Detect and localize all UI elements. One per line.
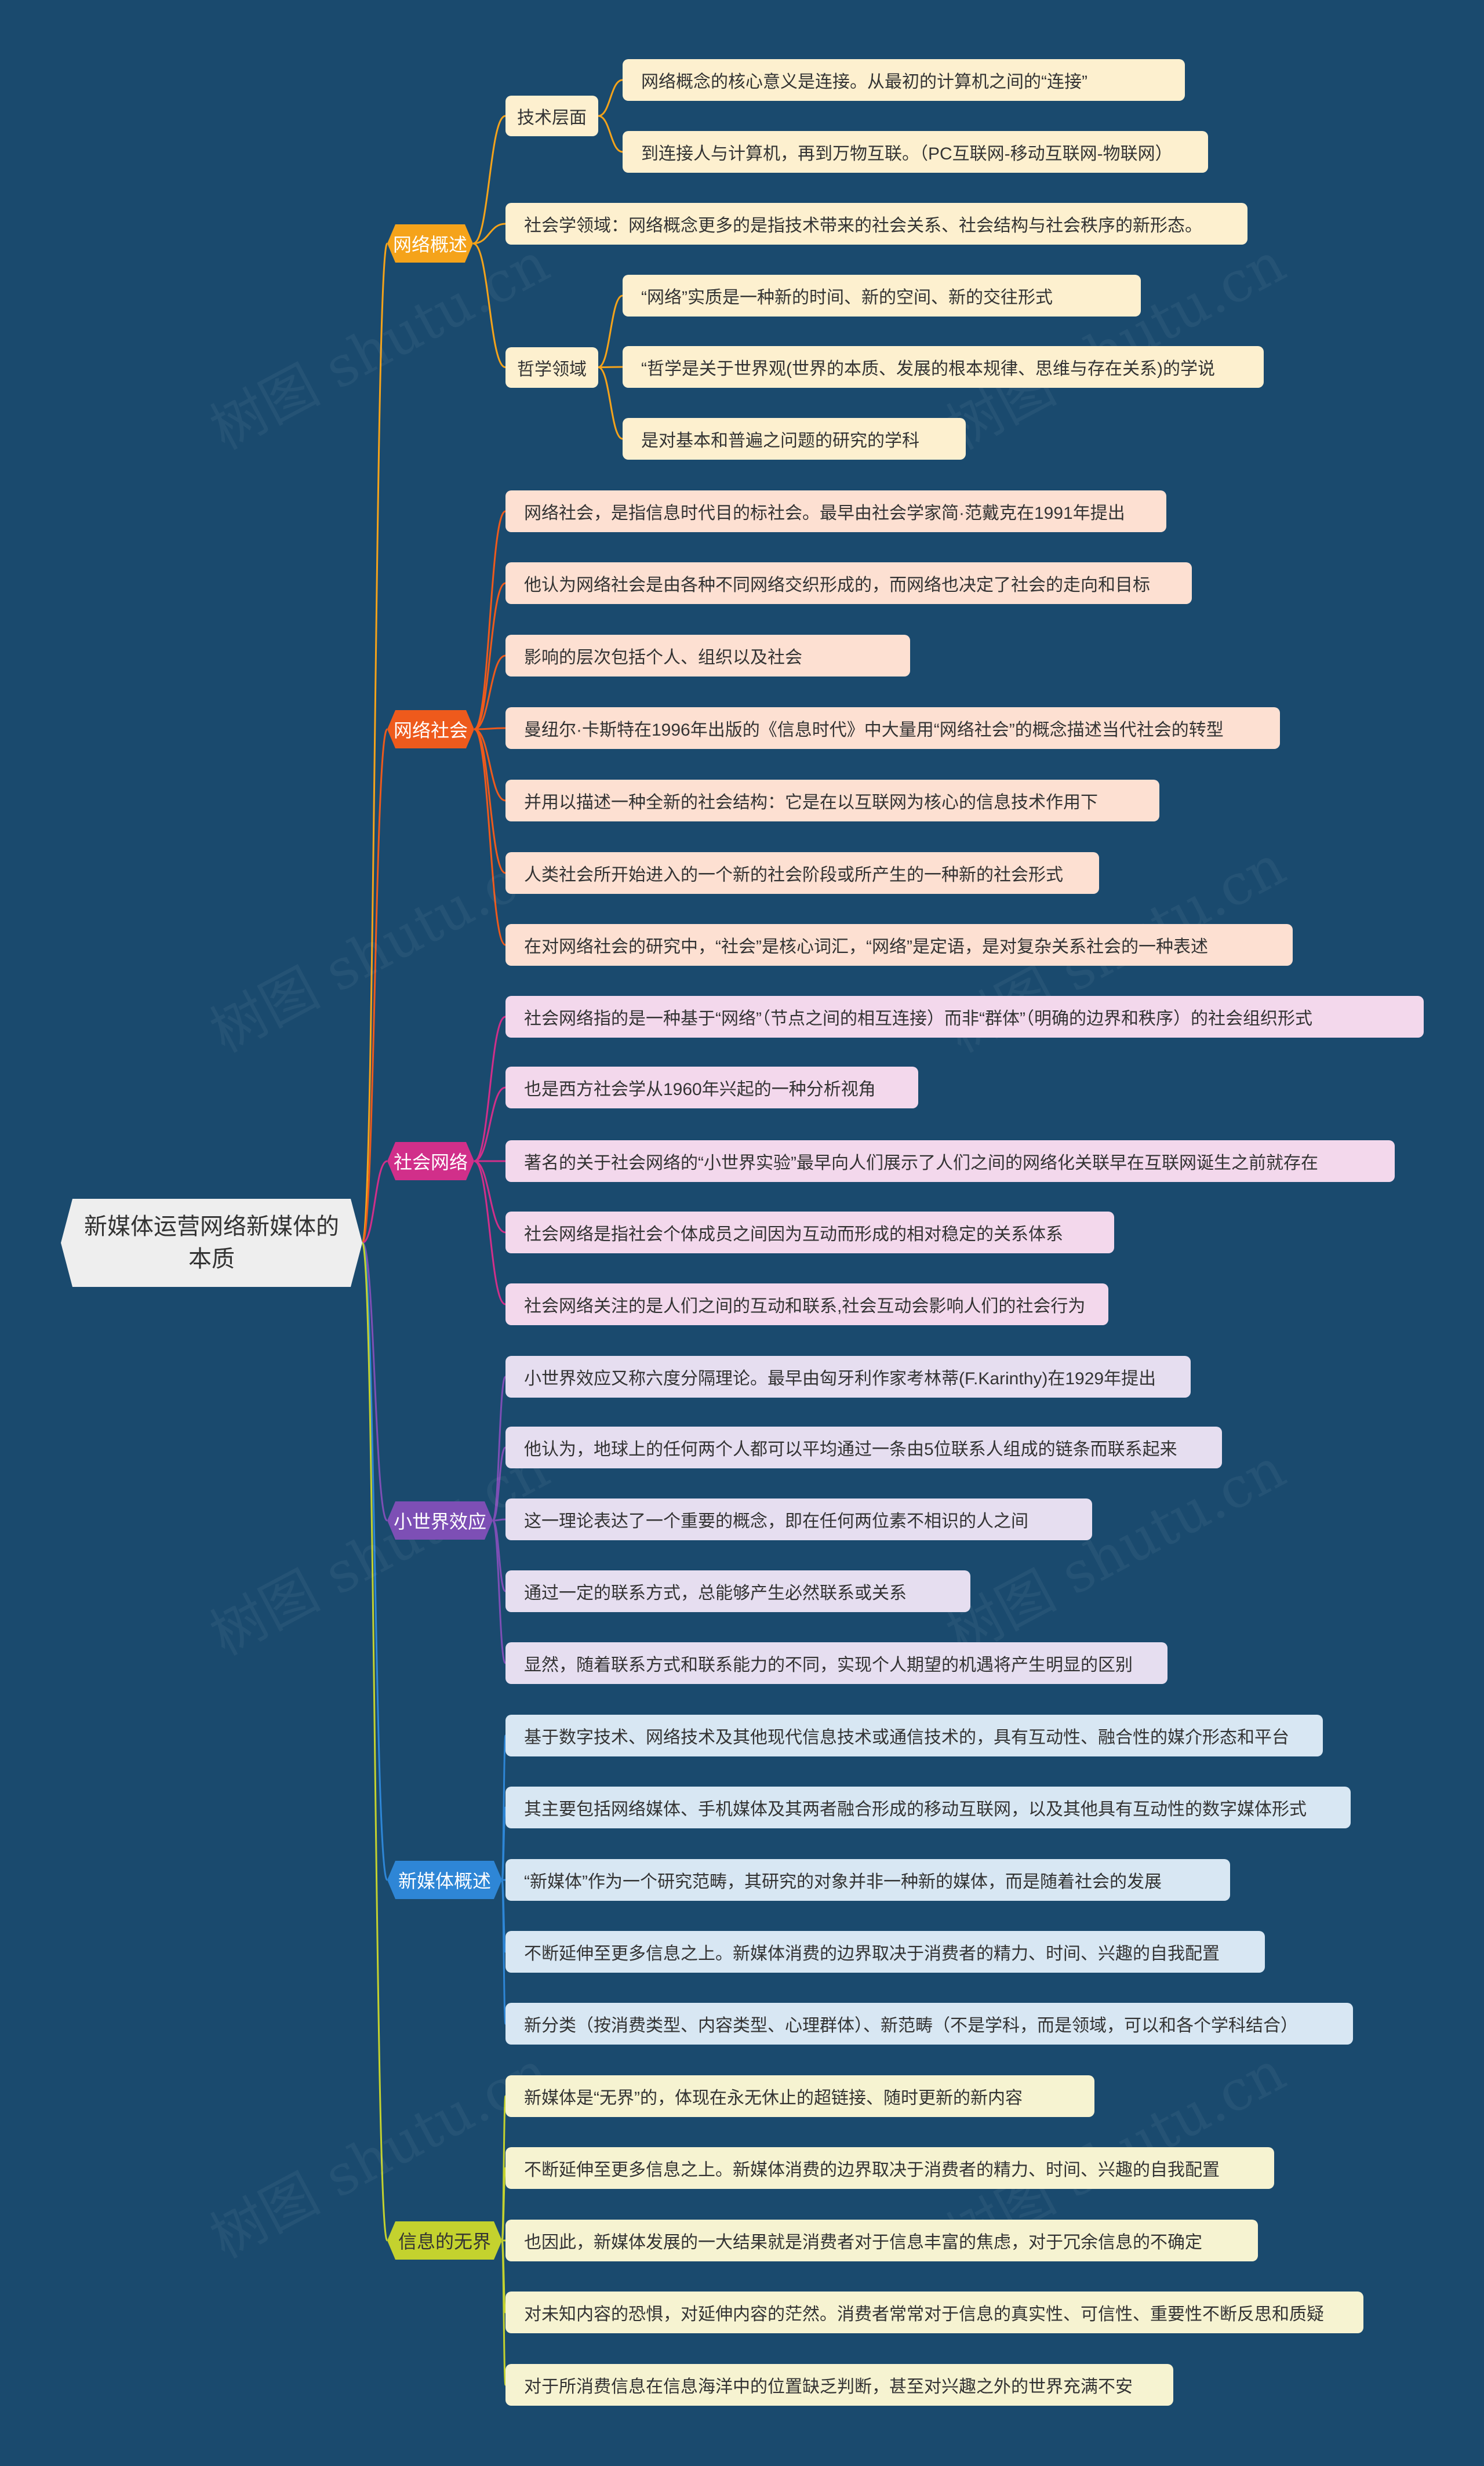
leaf-link (474, 1016, 506, 1162)
leaf-link (492, 1446, 507, 1522)
leaf-topic[interactable]: 新分类（按消费类型、内容类型、心理群体）、新范畴（不是学科，而是领域，可以和各个… (505, 2003, 1353, 2045)
leaf-topic[interactable]: 基于数字技术、网络技术及其他现代信息技术或通信技术的，具有互动性、融合性的媒介形… (505, 1715, 1323, 1756)
leaf-link (474, 728, 506, 874)
leaf-link (492, 1519, 507, 1664)
leaf-topic[interactable]: “网络”实质是一种新的时间、新的空间、新的交往形式 (623, 275, 1141, 317)
leaf-link (598, 294, 623, 368)
leaf-topic[interactable]: 对未知内容的恐惧，对延伸内容的茫然。消费者常常对于信息的真实性、可信性、重要性不… (505, 2292, 1363, 2333)
leaf-topic[interactable]: 著名的关于社会网络的“小世界实验”最早向人们展示了人们之间的网络化关联早在互联网… (505, 1140, 1395, 1182)
leaf-topic[interactable]: 社会网络是指社会个体成员之间因为互动而形成的相对稳定的关系体系 (505, 1212, 1114, 1253)
leaf-topic[interactable]: 不断延伸至更多信息之上。新媒体消费的边界取决于消费者的精力、时间、兴趣的自我配置 (505, 2147, 1274, 2189)
leaf-topic[interactable]: 并用以描述一种全新的社会结构：它是在以互联网为核心的信息技术作用下 (505, 780, 1159, 821)
leaf-topic[interactable]: 是对基本和普遍之问题的研究的学科 (623, 418, 966, 460)
leaf-topic[interactable]: 在对网络社会的研究中，“社会”是核心词汇，“网络”是定语，是对复杂关系社会的一种… (505, 924, 1293, 966)
leaf-topic[interactable]: 曼纽尔·卡斯特在1996年出版的《信息时代》中大量用“网络社会”的概念描述当代社… (505, 707, 1280, 749)
leaf-topic[interactable]: 也是西方社会学从1960年兴起的一种分析视角 (505, 1067, 918, 1108)
branch-link (361, 1242, 388, 2242)
leaf-link (474, 510, 506, 730)
leaf-link (501, 2167, 507, 2242)
branch-link (361, 1242, 388, 1522)
leaf-topic[interactable]: 社会网络关注的是人们之间的互动和联系,社会互动会影响人们的社会行为 (505, 1283, 1108, 1325)
branch-link (472, 242, 506, 368)
leaf-topic[interactable]: 也因此，新媒体发展的一大结果就是消费者对于信息丰富的焦虑，对于冗余信息的不确定 (505, 2220, 1258, 2261)
leaf-topic[interactable]: 其主要包括网络媒体、手机媒体及其两者融合形成的移动互联网，以及其他具有互动性的数… (505, 1787, 1351, 1828)
leaf-topic[interactable]: 通过一定的联系方式，总能够产生必然联系或关系 (505, 1570, 970, 1612)
leaf-topic[interactable]: 显然，随着联系方式和联系能力的不同，实现个人期望的机遇将产生明显的区别 (505, 1642, 1167, 1684)
branch-2[interactable]: 网络社会 (387, 710, 474, 748)
leaf-topic[interactable]: 人类社会所开始进入的一个新的社会阶段或所产生的一种新的社会形式 (505, 852, 1099, 894)
root-topic[interactable]: 新媒体运营网络新媒体的本质 (61, 1199, 362, 1287)
branch-link (361, 1242, 388, 1881)
leaf-link (598, 366, 623, 368)
branch-4[interactable]: 小世界效应 (387, 1501, 493, 1540)
leaf-topic[interactable]: 社会网络指的是一种基于“网络”（节点之间的相互连接）而非“群体”（明确的边界和秩… (505, 996, 1424, 1038)
leaf-link (474, 728, 506, 802)
leaf-link (472, 223, 506, 245)
leaf-topic[interactable]: 到连接人与计算机，再到万物互联。（PC互联网-移动互联网-物联网） (623, 131, 1208, 173)
leaf-link (474, 1160, 506, 1305)
branch-link (362, 1160, 388, 1244)
leaf-topic[interactable]: 对于所消费信息在信息海洋中的位置缺乏判断，甚至对兴趣之外的世界充满不安 (505, 2364, 1173, 2406)
leaf-link (598, 366, 623, 440)
leaf-link (474, 582, 506, 730)
leaf-topic[interactable]: 社会学领域：网络概念更多的是指技术带来的社会关系、社会结构与社会秩序的新形态。 (505, 203, 1247, 245)
leaf-topic[interactable]: “哲学是关于世界观(世界的本质、发展的根本规律、思维与存在关系)的学说 (623, 346, 1264, 388)
leaf-topic[interactable]: 他认为，地球上的任何两个人都可以平均通过一条由5位联系人组成的链条而联系起来 (505, 1427, 1222, 1468)
branch-3[interactable]: 社会网络 (387, 1142, 474, 1180)
branch-link (472, 115, 506, 245)
leaf-link (474, 727, 506, 730)
branch-1[interactable]: 网络概述 (387, 224, 473, 263)
leaf-link (501, 1806, 507, 1881)
leaf-topic[interactable]: 影响的层次包括个人、组织以及社会 (505, 635, 910, 676)
leaf-topic[interactable]: 新媒体是“无界”的，体现在永无休止的超链接、随时更新的新内容 (505, 2075, 1094, 2117)
leaf-topic[interactable]: 不断延伸至更多信息之上。新媒体消费的边界取决于消费者的精力、时间、兴趣的自我配置 (505, 1931, 1265, 1973)
leaf-link (474, 1160, 506, 1234)
sub-topic[interactable]: 技术层面 (505, 96, 598, 136)
leaf-topic[interactable]: 网络概念的核心意义是连接。从最初的计算机之间的“连接” (623, 59, 1185, 101)
leaf-topic[interactable]: 他认为网络社会是由各种不同网络交织形成的，而网络也决定了社会的走向和目标 (505, 562, 1192, 604)
branch-link (361, 728, 388, 1244)
leaf-topic[interactable]: “新媒体”作为一个研究范畴，其研究的对象并非一种新的媒体，而是随着社会的发展 (505, 1859, 1230, 1901)
sub-topic[interactable]: 哲学领域 (505, 347, 598, 388)
leaf-topic[interactable]: 网络社会，是指信息时代目的标社会。最早由社会学家简·范戴克在1991年提出 (505, 490, 1166, 532)
leaf-link (474, 1086, 506, 1162)
leaf-topic[interactable]: 小世界效应又称六度分隔理论。最早由匈牙利作家考林蒂(F.Karinthy)在19… (505, 1356, 1191, 1398)
branch-5[interactable]: 新媒体概述 (387, 1861, 502, 1899)
leaf-link (598, 115, 623, 153)
leaf-link (598, 79, 623, 117)
leaf-link (474, 728, 506, 946)
branch-link (361, 242, 388, 1244)
leaf-link (474, 654, 506, 730)
leaf-link (501, 1879, 507, 2025)
leaf-topic[interactable]: 这一理论表达了一个重要的概念，即在任何两位素不相识的人之间 (505, 1498, 1092, 1540)
branch-6[interactable]: 信息的无界 (387, 2221, 502, 2260)
leaf-link (501, 2239, 507, 2386)
